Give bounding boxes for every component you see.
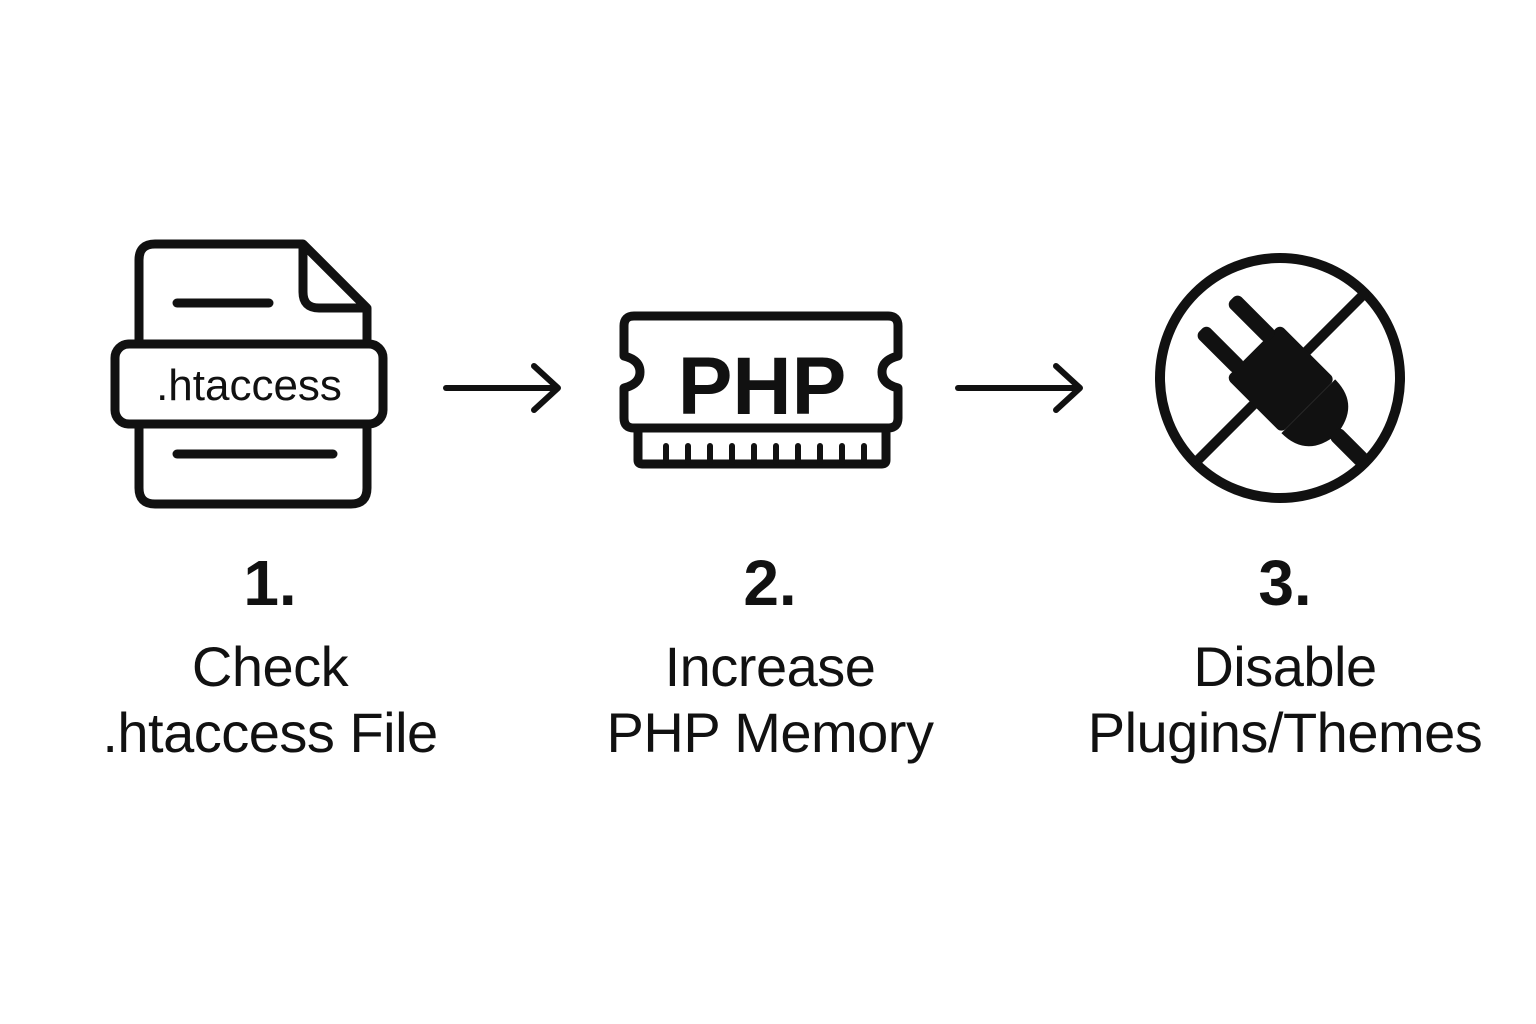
step-2-line-2: PHP Memory [606,701,934,764]
arrow-right-icon [443,363,561,413]
step-2-line-1: Increase [664,635,876,698]
php-icon-label: PHP [678,341,847,432]
step-3-caption: 3. Disable Plugins/Themes [1060,548,1510,766]
htaccess-file-icon: .htaccess [110,239,388,509]
step-3-line-2: Plugins/Themes [1087,701,1483,764]
step-2-caption: 2. Increase PHP Memory [560,548,980,766]
no-plugin-icon [1155,253,1405,503]
step-1-line-2: .htaccess File [102,701,438,764]
arrow-right-icon [955,363,1083,413]
step-3-number: 3. [1258,547,1312,619]
htaccess-icon-label: .htaccess [156,361,342,410]
step-2-number: 2. [743,547,797,619]
step-1-number: 1. [243,547,297,619]
php-memory-chip-icon: PHP [619,311,903,469]
step-1-line-1: Check [191,635,349,698]
step-1-caption: 1. Check .htaccess File [60,548,480,766]
step-3-line-1: Disable [1193,635,1377,698]
